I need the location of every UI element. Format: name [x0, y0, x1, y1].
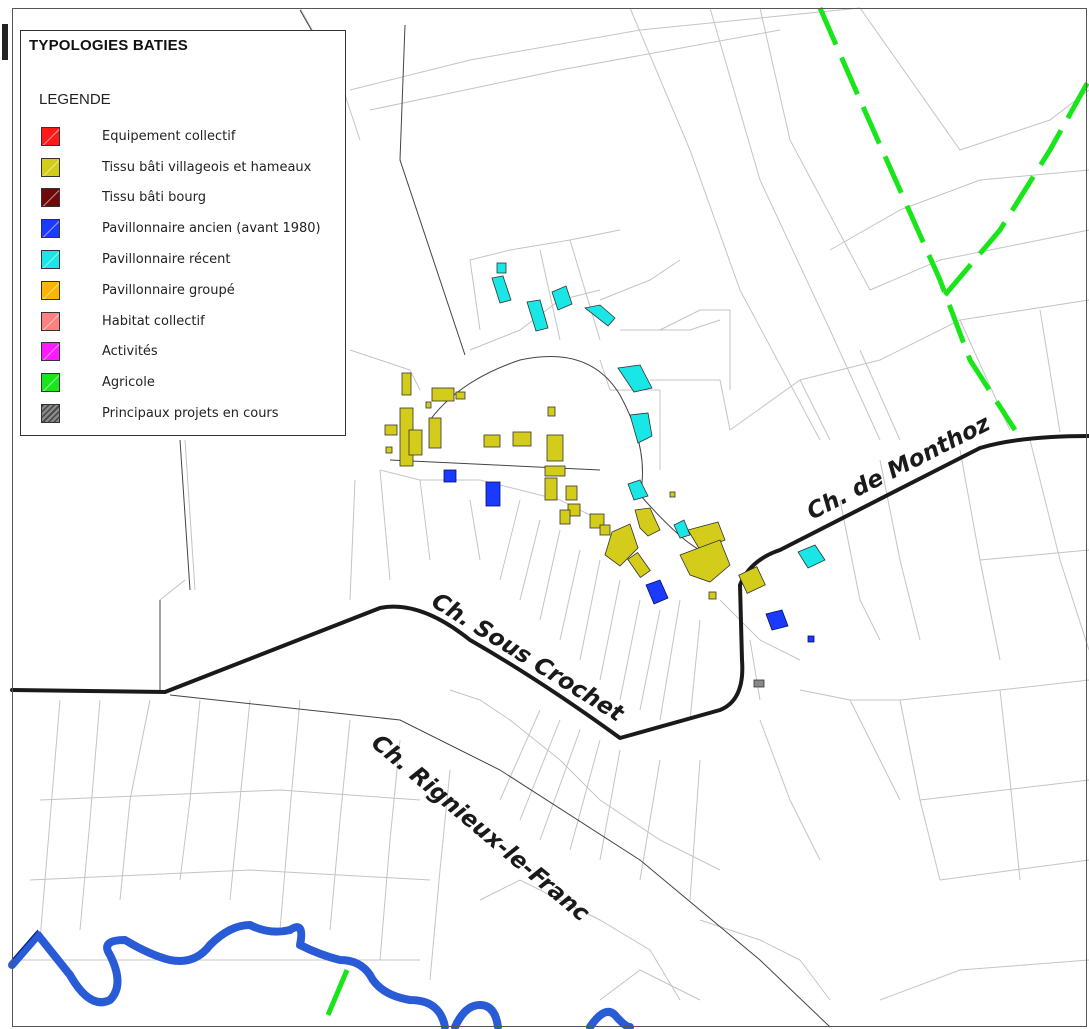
legend-title: TYPOLOGIES BATIES — [29, 37, 188, 54]
legend-item-label: Principaux projets en cours — [102, 406, 279, 422]
legend-swatch — [41, 311, 60, 331]
legend-swatch — [41, 157, 60, 177]
legend-item: Pavillonnaire récent — [41, 244, 321, 275]
legend-item-label: Tissu bâti bourg — [102, 190, 206, 206]
road-label-rignieux: Ch. Rignieux-le-Franc — [366, 730, 594, 927]
legend-item: Habitat collectif — [41, 306, 321, 337]
road-label-sous-crochet: Ch. Sous Crochet — [427, 588, 629, 728]
river-outline — [11, 929, 39, 961]
legend-swatch — [41, 188, 60, 208]
road-label-monthoz: Ch. de Monthoz — [803, 410, 995, 525]
parcel-boundaries — [20, 7, 1089, 1001]
buildings-projets — [753, 679, 765, 688]
agricultural-paths — [817, 7, 1089, 432]
legend-item: Pavillonnaire groupé — [41, 275, 321, 306]
legend-swatch — [41, 342, 60, 362]
legend-item-label: Pavillonnaire récent — [102, 252, 231, 268]
minor-tracks — [159, 9, 831, 1028]
legend-items: Equipement collectif Tissu bâti villageo… — [41, 121, 321, 429]
main-roads — [10, 434, 1089, 740]
legend-swatch — [41, 280, 60, 300]
legend-item: Tissu bâti bourg — [41, 183, 321, 214]
legend-swatch — [41, 219, 60, 239]
legend-item: Equipement collectif — [41, 121, 321, 152]
legend-swatch — [41, 373, 60, 393]
road-sous-crochet — [10, 434, 1089, 740]
legend-item-label: Pavillonnaire ancien (avant 1980) — [102, 221, 321, 237]
legend-item: Activités — [41, 337, 321, 368]
buildings-pavillonnaire-recent — [491, 262, 826, 569]
buildings-pavillonnaire-ancien — [443, 469, 815, 643]
legend-item-label: Agricole — [102, 375, 155, 391]
legend-item: Pavillonnaire ancien (avant 1980) — [41, 213, 321, 244]
legend-swatch — [41, 404, 60, 424]
river — [8, 921, 634, 1029]
frame-marker — [2, 24, 8, 60]
buildings-village — [384, 372, 766, 600]
legend-item-label: Equipement collectif — [102, 128, 236, 144]
legend-item-label: Tissu bâti villageois et hameaux — [102, 159, 312, 175]
legend-swatch — [41, 126, 60, 146]
legend-panel: TYPOLOGIES BATIES LEGENDE Equipement col… — [20, 30, 346, 436]
legend-item: Tissu bâti villageois et hameaux — [41, 152, 321, 183]
legend-item-label: Habitat collectif — [102, 313, 205, 329]
legend-subtitle: LEGENDE — [39, 91, 111, 108]
legend-swatch — [41, 250, 60, 270]
agricultural-path-segment — [325, 969, 350, 1016]
legend-item: Agricole — [41, 367, 321, 398]
legend-item: Principaux projets en cours — [41, 398, 321, 429]
legend-item-label: Activités — [102, 344, 158, 360]
legend-item-label: Pavillonnaire groupé — [102, 282, 235, 298]
